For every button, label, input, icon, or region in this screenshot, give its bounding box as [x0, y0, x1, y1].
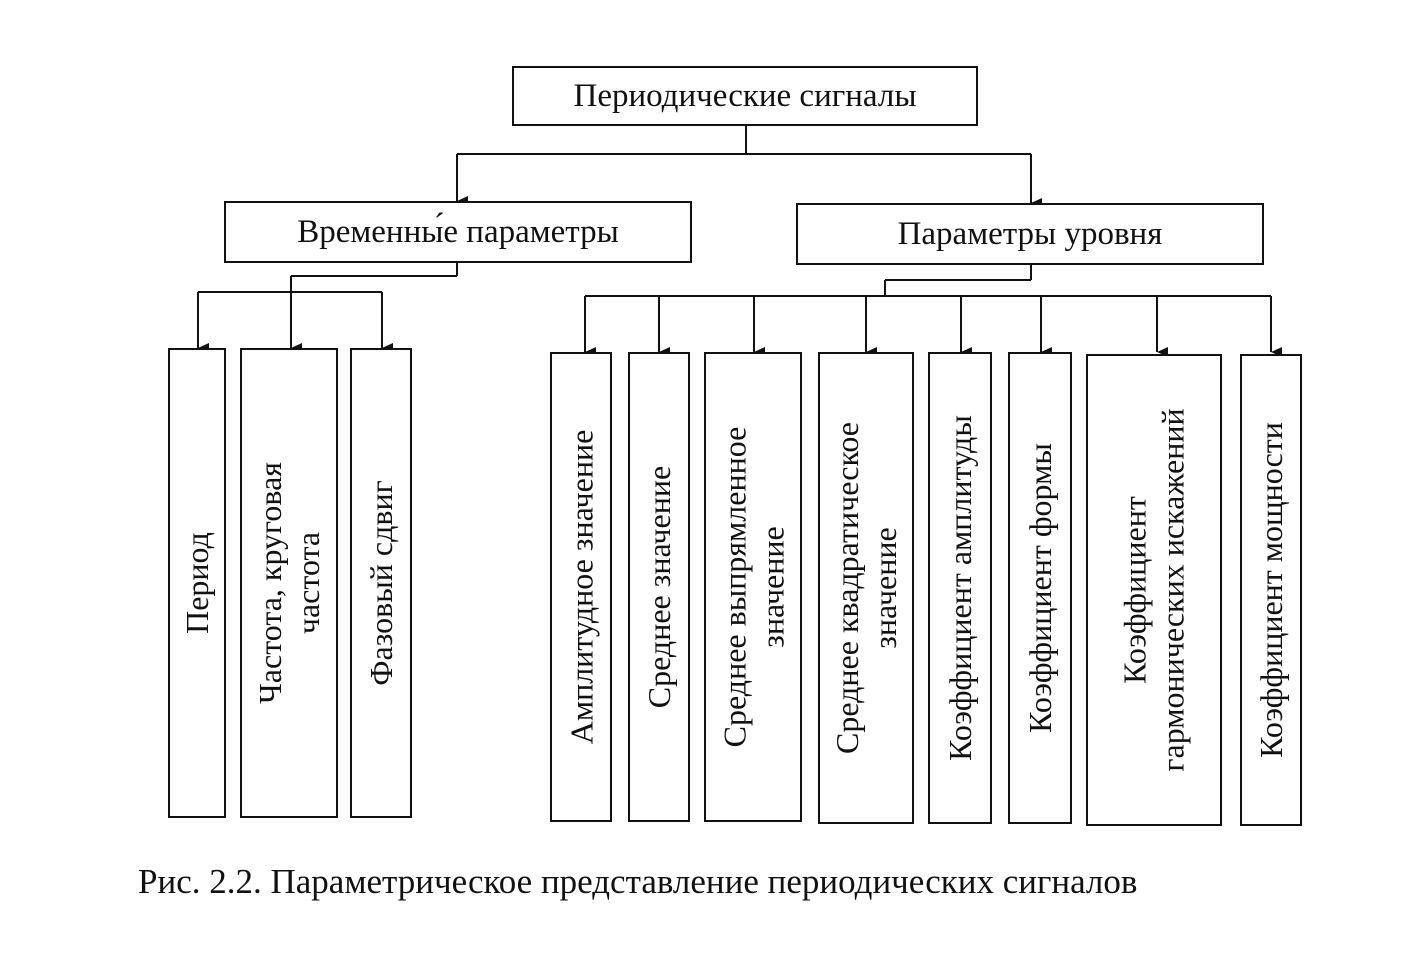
item-frequency-line2: частота	[290, 531, 327, 635]
item-harmonic-distortion-line2: гармонических искажений	[1155, 408, 1192, 772]
group-time-params: Временны́е параметры	[224, 201, 692, 263]
item-power-factor: Коэффициент мощности	[1240, 354, 1302, 826]
item-rectified-mean-line1: Среднее выпрямленное	[716, 426, 752, 748]
item-amplitude-value: Амплитудное значение	[550, 352, 612, 822]
item-form-factor: Коэффициент формы	[1008, 352, 1072, 824]
item-rectified-mean-line2: значение	[754, 526, 790, 648]
item-period-line1: Период	[179, 532, 216, 634]
item-rms-value-line1: Среднее квадратическое	[829, 422, 866, 754]
item-frequency-line1: Частота, круговая	[252, 462, 289, 704]
item-crest-factor-line1: Коэффициент амплитуды	[942, 415, 978, 761]
item-crest-factor: Коэффициент амплитуды	[928, 352, 992, 824]
item-rms-value-line2: значение	[867, 527, 904, 649]
item-rms-value: Среднее квадратическое значение	[818, 352, 914, 824]
item-mean-value-line1: Среднее значение	[641, 465, 677, 709]
item-amplitude-value-line1: Амплитудное значение	[563, 429, 599, 745]
item-period: Период	[168, 348, 226, 818]
item-mean-value: Среднее значение	[628, 352, 690, 822]
item-power-factor-line1: Коэффициент мощности	[1253, 422, 1289, 758]
item-phase-shift-line1: Фазовый сдвиг	[363, 480, 400, 686]
item-form-factor-line1: Коэффициент формы	[1022, 443, 1058, 733]
group-level-params-label: Параметры уровня	[897, 215, 1163, 252]
group-level-params: Параметры уровня	[796, 203, 1264, 265]
root-node: Периодические сигналы	[512, 66, 978, 126]
item-phase-shift: Фазовый сдвиг	[350, 348, 412, 818]
root-label: Периодические сигналы	[573, 77, 917, 114]
item-frequency: Частота, круговая частота	[240, 348, 338, 818]
figure-caption: Рис. 2.2. Параметрическое представление …	[138, 862, 1138, 901]
item-harmonic-distortion: Коэффициент гармонических искажений	[1086, 354, 1222, 826]
item-harmonic-distortion-line1: Коэффициент	[1117, 496, 1154, 684]
item-rectified-mean: Среднее выпрямленное значение	[704, 352, 802, 822]
group-time-params-label: Временны́е параметры	[297, 213, 619, 250]
